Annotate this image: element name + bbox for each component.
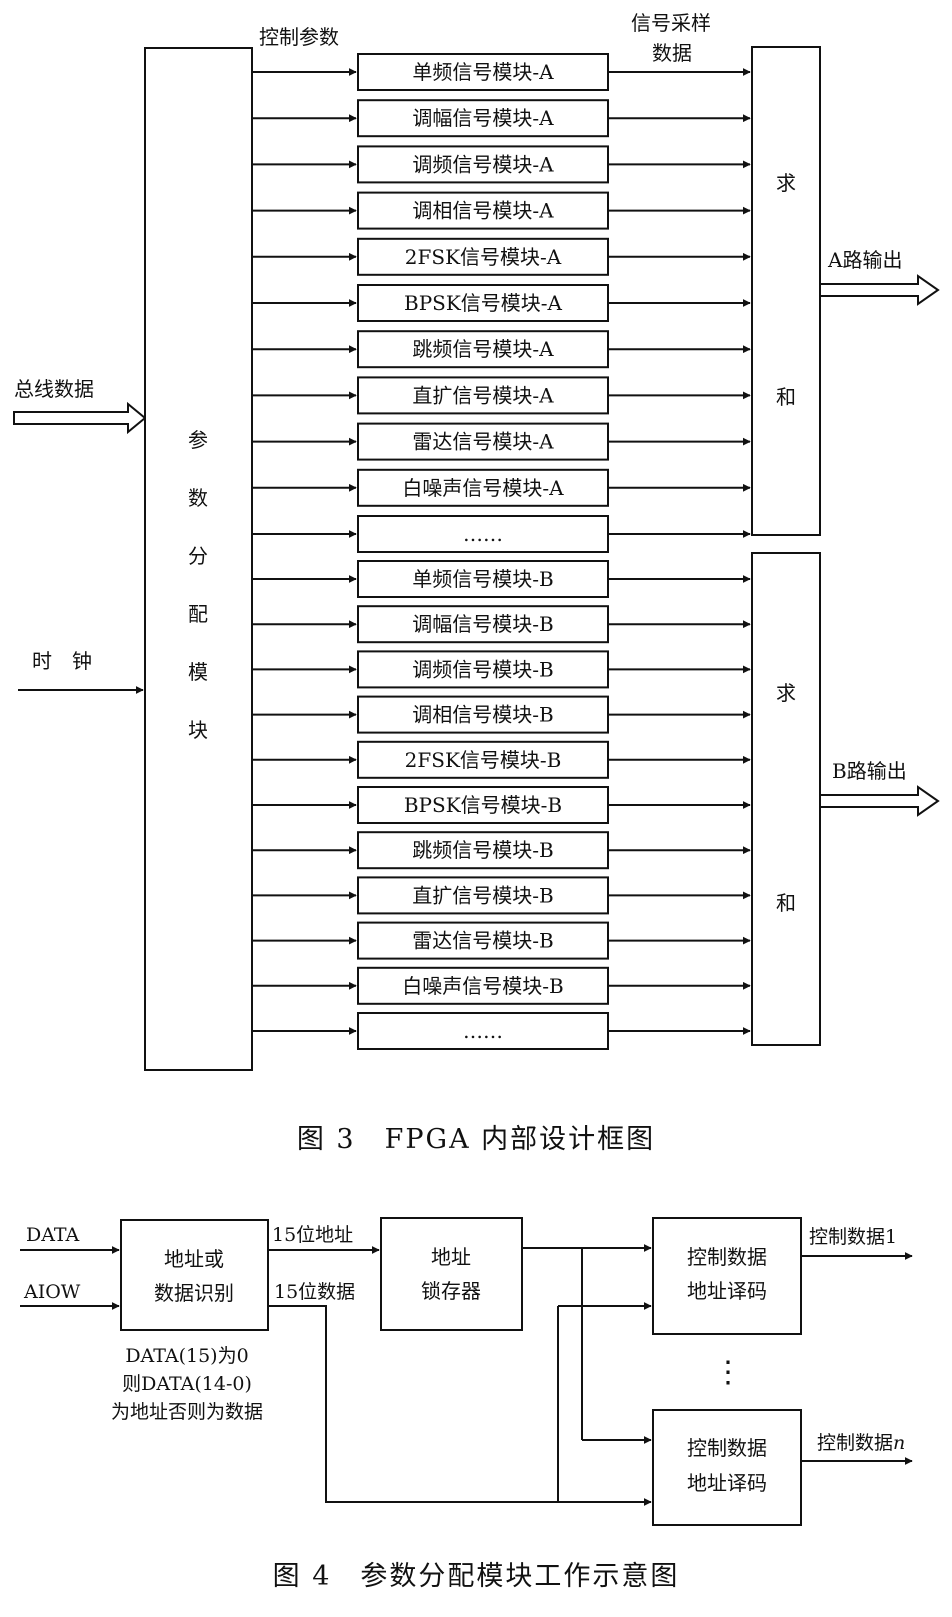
param-module-char-4: 配 — [188, 602, 208, 626]
signal-module-label-b-5: 2FSK信号模块-B — [405, 748, 562, 772]
signal-module-b-9 — [357, 921, 609, 960]
param-module-char-5: 模 — [188, 660, 208, 684]
output-a-arrow — [819, 274, 940, 306]
output-n-suffix: n — [893, 1432, 905, 1454]
signal-module-label-a-2: 调幅信号模块-A — [412, 106, 554, 130]
output-b-label: B路输出 — [832, 759, 907, 783]
signal-module-label-a-10: 白噪声信号模块-A — [402, 476, 564, 500]
signal-module-label-b-4: 调相信号模块-B — [412, 703, 553, 727]
decoder-1-line2: 地址译码 — [687, 1279, 767, 1303]
signal-module-a-3 — [357, 145, 609, 184]
data-bus-line — [268, 1305, 558, 1503]
signal-module-label-b-2: 调幅信号模块-B — [412, 612, 553, 636]
control-params-label: 控制参数 — [259, 25, 339, 49]
signal-module-label-b-3: 调频信号模块-B — [412, 657, 553, 681]
latch-line2: 锁存器 — [421, 1279, 481, 1303]
decoder-box-1 — [652, 1217, 802, 1335]
signal-module-b-7 — [357, 831, 609, 870]
address-latch-box — [380, 1217, 523, 1331]
decoder-n-line2: 地址译码 — [687, 1471, 767, 1495]
signal-module-label-b-6: BPSK信号模块-B — [404, 793, 562, 817]
fpga-block-diagram: 控制参数 信号采样 数据 总线数据 时 钟 参数分配模块 单频信号模块-A 调幅信… — [13, 11, 940, 1155]
output-a-label: A路输出 — [827, 248, 902, 272]
signal-module-a-11 — [357, 515, 609, 553]
output-1-label: 控制数据1 — [809, 1226, 897, 1248]
identify-box-line2: 数据识别 — [154, 1281, 234, 1305]
clock-label: 时 钟 — [32, 649, 92, 673]
sum-a-char-2: 和 — [776, 385, 796, 409]
identify-box-line1: 地址或 — [164, 1247, 224, 1271]
sum-box-a — [751, 46, 821, 536]
sum-box-b — [751, 552, 821, 1046]
decoder-1-line1: 控制数据 — [687, 1245, 767, 1269]
figure-3-caption: 图 3 FPGA 内部设计框图 — [297, 1124, 655, 1155]
signal-module-a-8 — [357, 376, 609, 415]
sum-a-char-1: 求 — [776, 171, 796, 195]
signal-module-b-6 — [357, 786, 609, 824]
bus-data-arrow — [13, 401, 147, 435]
signal-module-a-7 — [357, 330, 609, 369]
note-line3: 为地址否则为数据 — [111, 1401, 263, 1423]
signal-module-a-6 — [357, 284, 609, 322]
signal-module-a-10 — [357, 468, 609, 507]
signal-module-label-a-4: 调相信号模块-A — [412, 199, 554, 223]
signal-module-b-2 — [357, 605, 609, 644]
param-module-char-1: 参 — [188, 428, 208, 452]
signal-module-label-a-9: 雷达信号模块-A — [412, 430, 554, 454]
decoder-ellipsis: ⋮ — [713, 1355, 743, 1390]
decoder-n-line1: 控制数据 — [687, 1436, 767, 1460]
decoder-box-n — [652, 1409, 802, 1526]
figure-4-caption: 图 4 参数分配模块工作示意图 — [273, 1561, 680, 1592]
param-distribution-diagram: DATA AIOW 地址或 数据识别 DATA(15)为0 则DATA(14-0… — [20, 1217, 913, 1592]
signal-module-label-a-11: …… — [463, 522, 503, 546]
signal-module-b-11 — [357, 1012, 609, 1050]
signal-module-label-b-8: 直扩信号模块-B — [412, 883, 553, 907]
sample-data-label-line2: 数据 — [652, 41, 692, 65]
signal-module-b-10 — [357, 966, 609, 1005]
sample-data-label-line1: 信号采样 — [631, 11, 711, 35]
signal-module-b-4 — [357, 695, 609, 734]
signal-module-label-a-5: 2FSK信号模块-A — [405, 245, 562, 269]
signal-module-a-5 — [357, 237, 609, 276]
signal-module-label-a-3: 调频信号模块-A — [412, 152, 554, 176]
sum-b-char-2: 和 — [776, 891, 796, 915]
signal-module-b-8 — [357, 876, 609, 915]
signal-module-label-b-10: 白噪声信号模块-B — [402, 974, 563, 998]
input-aiow-label: AIOW — [23, 1281, 81, 1303]
param-distribution-module — [144, 47, 253, 1071]
bus-data-label: 总线数据 — [14, 377, 94, 401]
output-n-label: 控制数据n — [817, 1432, 905, 1454]
input-data-label: DATA — [26, 1224, 80, 1246]
note-line2: 则DATA(14-0) — [122, 1373, 252, 1395]
addr-data-identify-box — [120, 1219, 269, 1331]
signal-module-label-a-7: 跳频信号模块-A — [412, 337, 554, 361]
addr-15bit-label: 15位地址 — [272, 1224, 353, 1246]
output-n-prefix: 控制数据 — [817, 1432, 893, 1454]
signal-module-b-3 — [357, 650, 609, 689]
param-module-char-2: 数 — [188, 486, 208, 510]
signal-module-label-a-6: BPSK信号模块-A — [404, 291, 563, 315]
signal-module-a-9 — [357, 422, 609, 461]
param-module-char-6: 块 — [188, 718, 208, 742]
sum-b-char-1: 求 — [776, 681, 796, 705]
signal-module-label-b-9: 雷达信号模块-B — [412, 929, 553, 953]
signal-module-label-b-7: 跳频信号模块-B — [412, 838, 553, 862]
note-line1: DATA(15)为0 — [125, 1345, 248, 1367]
signal-module-label-b-11: …… — [463, 1019, 503, 1043]
data-15bit-label: 15位数据 — [274, 1281, 355, 1303]
param-module-char-3: 分 — [188, 544, 208, 568]
signal-module-label-b-1: 单频信号模块-B — [412, 567, 553, 591]
signal-module-b-5 — [357, 740, 609, 779]
latch-line1: 地址 — [431, 1245, 471, 1269]
output-b-arrow — [819, 785, 940, 817]
signal-module-b-1 — [357, 560, 609, 598]
signal-module-label-a-8: 直扩信号模块-A — [412, 383, 554, 407]
signal-module-label-a-1: 单频信号模块-A — [412, 60, 554, 84]
signal-module-a-2 — [357, 99, 609, 138]
